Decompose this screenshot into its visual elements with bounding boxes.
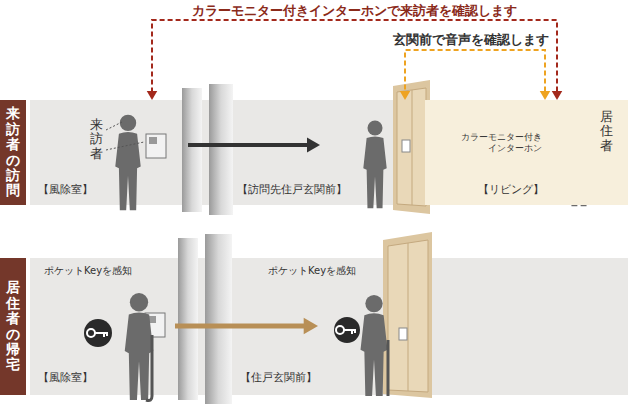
arrow-head [147,91,158,100]
flow-arrow [400,50,551,100]
person-label: 居住者 [600,110,613,153]
flow-arrow [175,318,318,335]
key-icon [84,317,360,347]
area-region: 【住戸玄関前】 [318,258,395,395]
note-label: ポケットKeyを感知 [44,264,132,278]
area-name: 【リビング】 [478,182,544,197]
area-region: 【風除室】 [30,100,188,205]
connector-line [152,20,557,92]
arrow-label: 玄関前で音声を確認します [393,31,549,49]
note-label: カラーモニター付き インターホン [452,132,542,155]
umbrella [146,335,388,401]
floor-band [30,100,628,205]
arrow-head [304,318,318,335]
connector-line [405,50,545,92]
section-title: 居住者の帰宅 [6,280,20,372]
area-region: 【風除室】 [30,258,175,395]
arrow-head [400,91,411,100]
section-title: 来訪者の訪問 [6,106,20,198]
area-name: 【住戸玄関前】 [240,370,317,385]
area-name: 【風除室】 [38,370,93,385]
flow-arrow [147,20,563,100]
section-tab: 居住者の帰宅 [0,258,26,395]
arrow-head [307,138,320,153]
arrow-head [540,91,551,100]
person-label: 来訪者 [90,118,103,161]
arrow-head [552,91,563,100]
area-name: 【訪問先住戸玄関前】 [237,182,347,197]
floor-band [30,258,628,395]
connector-line [188,143,308,147]
flow-arrow [188,138,320,153]
area-region: 【訪問先住戸玄関前】 [320,100,412,205]
arrow-label: カラーモニター付きインターホンで来訪者を確認します [192,2,517,20]
connector-line [175,324,305,329]
leader-line [106,122,144,150]
note-label: ポケットKeyを感知 [268,264,356,278]
area-name: 【風除室】 [38,182,93,197]
section-tab: 来訪者の訪問 [0,100,26,205]
glass-door [178,84,233,404]
